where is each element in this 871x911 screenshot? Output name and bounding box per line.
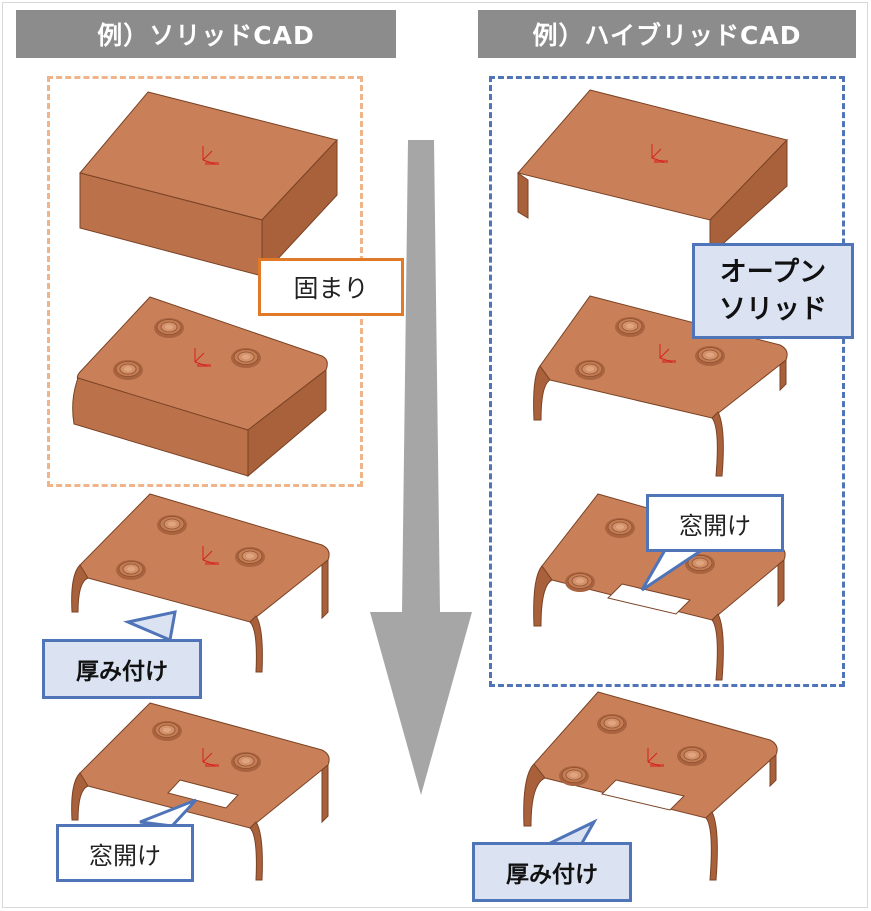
right-header: 例）ハイブリッドCAD [478, 10, 856, 58]
open-solid-line2: ソリッド [719, 294, 827, 325]
right-bent-sheet [533, 295, 788, 477]
right-hybrid-group [489, 76, 845, 687]
process-arrow [370, 140, 472, 795]
left-solid-block [79, 91, 338, 278]
atsumi-left-label: 厚み付け [42, 639, 202, 699]
madoake-left-label: 窓開け [56, 824, 194, 882]
left-window-sheet [71, 702, 330, 881]
left-thickened-sheet [71, 493, 330, 673]
open-solid-label: オープン ソリッド [692, 243, 854, 339]
atsumi-right-label: 厚み付け [472, 842, 632, 902]
atsumi-left-tail [123, 610, 177, 643]
right-thickened-sheet [523, 691, 778, 881]
madoake-right-label: 窓開け [646, 494, 784, 552]
right-open-solid [517, 89, 788, 251]
katamari-label: 固まり [258, 258, 404, 316]
open-solid-line1: オープン [719, 257, 827, 288]
left-header: 例）ソリッドCAD [16, 10, 396, 58]
left-rounded-block [72, 296, 328, 478]
